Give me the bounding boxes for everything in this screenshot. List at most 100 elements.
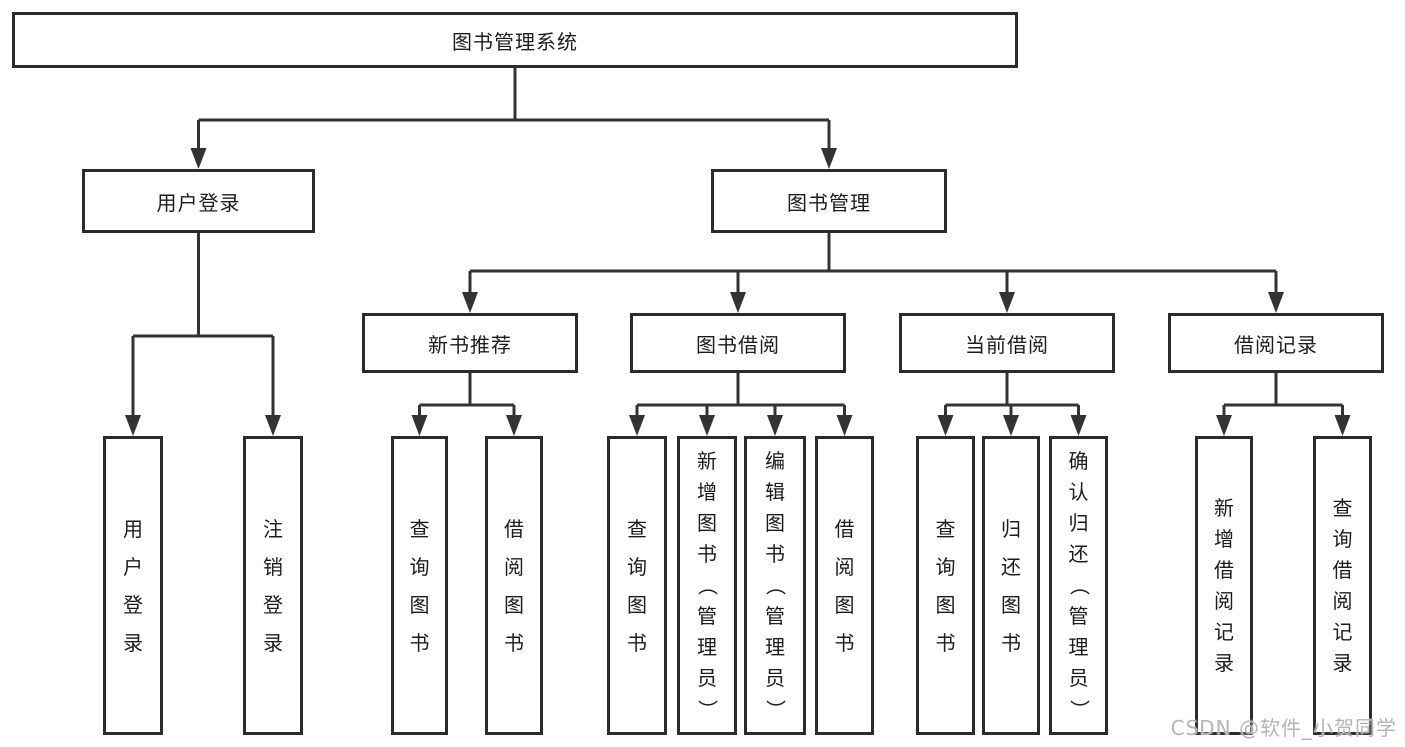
vertical-char: 新 (697, 449, 717, 473)
node-leaf-user-login: 用户登录 (103, 436, 163, 735)
vertical-char: 图 (504, 592, 524, 617)
node-current-borrow-label: 当前借阅 (965, 332, 1049, 357)
vertical-char: 还 (1068, 542, 1089, 566)
vertical-char: 询 (1332, 526, 1353, 551)
vertical-char: 借 (834, 516, 855, 541)
trunk-bookmgmt-to-level3 (470, 231, 1276, 273)
node-leaf-cb-confirm-label: 确认归还（管理员） (1067, 439, 1091, 732)
vertical-char: ） (1067, 699, 1091, 720)
vertical-char: 阅 (1332, 588, 1353, 613)
node-leaf-bb-add: 新增图书（管理员） (677, 436, 737, 735)
vertical-char: 书 (504, 630, 524, 655)
vertical-char: 阅 (834, 554, 855, 579)
vertical-char: 销 (263, 554, 283, 579)
arrowheads (125, 120, 1351, 436)
vertical-char: 员 (697, 666, 717, 690)
node-root-label: 图书管理系统 (452, 29, 578, 54)
node-leaf-logout-label: 注销登录 (263, 439, 283, 732)
vertical-char: 登 (123, 592, 143, 617)
vertical-char: 查 (935, 516, 956, 541)
vertical-char: 书 (1001, 630, 1021, 655)
vertical-char: 查 (409, 516, 430, 541)
node-leaf-br-query: 查询借阅记录 (1313, 436, 1372, 735)
vertical-char: 登 (263, 592, 283, 617)
node-new-book-rec: 新书推荐 (362, 313, 578, 373)
node-leaf-user-login-label: 用户登录 (123, 439, 143, 732)
node-leaf-br-add-label: 新增借阅记录 (1214, 439, 1234, 732)
vertical-char: 书 (935, 630, 956, 655)
watermark-text: CSDN @软件_小贺同学 (1170, 716, 1397, 740)
vertical-char: （ (695, 575, 720, 596)
vertical-char: 认 (1068, 480, 1089, 504)
node-root: 图书管理系统 (12, 12, 1018, 68)
vertical-char: 户 (123, 554, 143, 579)
node-leaf-cb-query: 查询图书 (916, 436, 975, 735)
vertical-char: 录 (1214, 650, 1234, 675)
node-leaf-nb-query-label: 查询图书 (410, 439, 430, 732)
vertical-char: 管 (1068, 604, 1089, 628)
vertical-char: 询 (627, 554, 647, 579)
vertical-char: 新 (1214, 495, 1234, 520)
vertical-char: 书 (834, 630, 855, 655)
vertical-char: 还 (1001, 554, 1021, 579)
node-leaf-bb-borrow-label: 借阅图书 (835, 439, 855, 732)
vertical-char: 管 (765, 604, 785, 628)
trunk-userlogin-to-leaves (133, 231, 273, 338)
vertical-char: 询 (409, 554, 430, 579)
vertical-char: 书 (627, 630, 647, 655)
node-leaf-cb-confirm: 确认归还（管理员） (1049, 436, 1108, 735)
vertical-char: （ (763, 575, 788, 596)
node-leaf-nb-borrow: 借阅图书 (485, 436, 543, 735)
node-new-book-rec-label: 新书推荐 (428, 332, 512, 357)
node-book-borrow-label: 图书借阅 (696, 332, 780, 357)
vertical-char: 书 (697, 542, 717, 566)
vertical-char: 记 (1214, 619, 1234, 644)
node-user-login-label: 用户登录 (156, 190, 241, 215)
vertical-char: 增 (697, 480, 717, 504)
vertical-char: 理 (1068, 635, 1089, 659)
vertical-char: 员 (765, 666, 785, 690)
vertical-char: 注 (263, 516, 283, 541)
node-leaf-cb-return: 归还图书 (982, 436, 1040, 735)
node-leaf-cb-query-label: 查询图书 (936, 439, 956, 732)
node-leaf-cb-return-label: 归还图书 (1001, 439, 1021, 732)
node-user-login: 用户登录 (82, 169, 315, 233)
vertical-char: 阅 (504, 554, 524, 579)
vertical-char: 图 (409, 592, 430, 617)
node-leaf-br-query-label: 查询借阅记录 (1333, 439, 1353, 732)
vertical-char: ） (695, 699, 720, 720)
vertical-char: 增 (1214, 526, 1234, 551)
vertical-char: 询 (935, 554, 956, 579)
trunk-borrowrecord-to-leaves (1224, 373, 1343, 407)
node-current-borrow: 当前借阅 (899, 313, 1115, 373)
node-leaf-br-add: 新增借阅记录 (1195, 436, 1253, 735)
node-borrow-record: 借阅记录 (1168, 313, 1384, 373)
node-leaf-logout: 注销登录 (243, 436, 303, 735)
vertical-char: 图 (834, 592, 855, 617)
vertical-char: 管 (697, 604, 717, 628)
vertical-char: 借 (1332, 557, 1353, 582)
node-book-borrow: 图书借阅 (630, 313, 846, 373)
trunk-newbookrec-to-leaves (419, 373, 514, 407)
vertical-char: 书 (409, 630, 430, 655)
vertical-char: 录 (1332, 650, 1353, 675)
node-leaf-bb-edit-label: 编辑图书（管理员） (764, 439, 788, 732)
vertical-char: 阅 (1214, 588, 1234, 613)
vertical-char: 理 (765, 635, 785, 659)
vertical-char: 理 (697, 635, 717, 659)
vertical-char: 录 (123, 630, 143, 655)
vertical-char: 图 (765, 511, 785, 535)
vertical-char: 借 (504, 516, 524, 541)
node-book-mgmt-label: 图书管理 (787, 190, 871, 215)
node-book-mgmt: 图书管理 (711, 169, 947, 233)
trunk-bookborrow-to-leaves (637, 373, 845, 407)
vertical-char: 书 (765, 542, 785, 566)
vertical-char: 查 (1332, 495, 1353, 520)
node-leaf-bb-edit: 编辑图书（管理员） (744, 436, 806, 735)
trunk-currentborrow-to-leaves (945, 373, 1079, 407)
vertical-char: 确 (1068, 449, 1089, 473)
vertical-char: 查 (627, 516, 647, 541)
node-leaf-nb-borrow-label: 借阅图书 (504, 439, 524, 732)
